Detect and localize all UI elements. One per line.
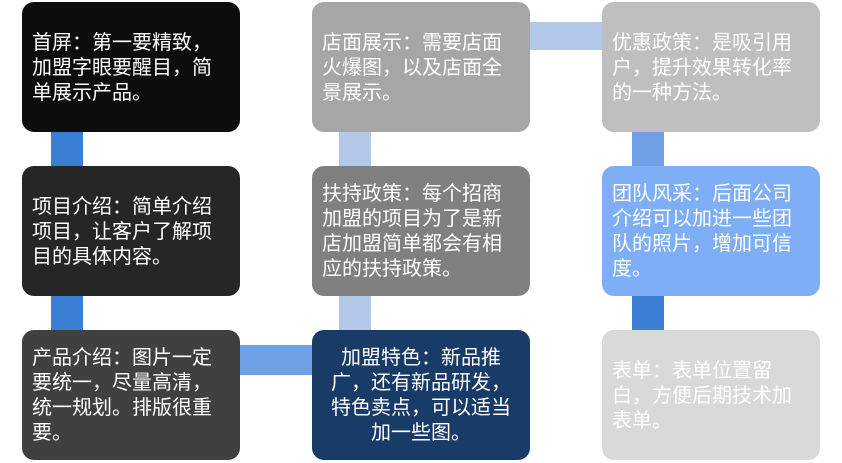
box-support-policy-text: 扶持政策：每个招商加盟的项目为了是新店加盟简单都会有相应的扶持政策。 xyxy=(322,181,502,280)
box-promotion-policy: 优惠政策：是吸引用户，提升效果转化率的一种方法。 xyxy=(602,2,820,132)
connector-8-5 xyxy=(339,292,371,332)
box-promotion-policy-text: 优惠政策：是吸引用户，提升效果转化率的一种方法。 xyxy=(612,29,792,104)
box-form-text: 表单：表单位置留白，方便后期技术加表单。 xyxy=(612,357,792,432)
connector-2-3 xyxy=(525,22,605,50)
box-project-intro-text: 项目介绍：简单介绍项目，让客户了解项目的具体内容。 xyxy=(32,193,212,268)
box-product-intro-text: 产品介绍：图片一定要统一，尽量高清，统一规划。排版很重要。 xyxy=(32,345,212,444)
box-form: 表单：表单位置留白，方便后期技术加表单。 xyxy=(602,330,820,460)
connector-6-9 xyxy=(632,292,664,332)
connector-3-6 xyxy=(632,128,664,168)
connector-4-7 xyxy=(51,292,83,332)
box-support-policy: 扶持政策：每个招商加盟的项目为了是新店加盟简单都会有相应的扶持政策。 xyxy=(312,166,530,296)
box-project-intro: 项目介绍：简单介绍项目，让客户了解项目的具体内容。 xyxy=(22,166,240,296)
box-team-style-text: 团队风采：后面公司介绍可以加进一些团队的照片，增加可信度。 xyxy=(612,181,792,280)
box-store-display-text: 店面展示：需要店面火爆图，以及店面全景展示。 xyxy=(322,29,502,104)
box-homepage-text: 首屏：第一要精致，加盟字眼要醒目，简单展示产品。 xyxy=(32,29,212,104)
box-franchise-features-text: 加盟特色：新品推广，还有新品研发，特色卖点，可以适当加一些图。 xyxy=(331,345,511,444)
box-team-style: 团队风采：后面公司介绍可以加进一些团队的照片，增加可信度。 xyxy=(602,166,820,296)
connector-1-4 xyxy=(51,128,83,168)
box-store-display: 店面展示：需要店面火爆图，以及店面全景展示。 xyxy=(312,2,530,132)
connector-7-8 xyxy=(236,345,316,375)
box-homepage: 首屏：第一要精致，加盟字眼要醒目，简单展示产品。 xyxy=(22,2,240,132)
connector-5-2 xyxy=(339,128,371,168)
box-franchise-features: 加盟特色：新品推广，还有新品研发，特色卖点，可以适当加一些图。 xyxy=(312,330,530,460)
box-product-intro: 产品介绍：图片一定要统一，尽量高清，统一规划。排版很重要。 xyxy=(22,330,240,460)
